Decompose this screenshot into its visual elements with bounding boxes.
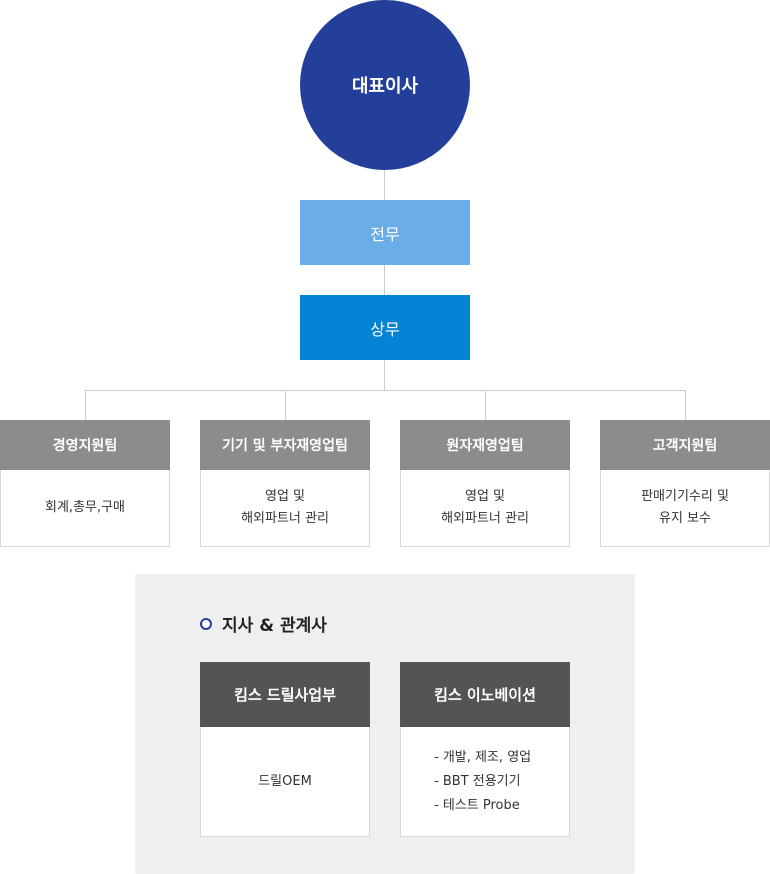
team-duty-line: 영업 및 [464,489,505,504]
team-duty-line: 해외파트너 관리 [441,511,529,526]
team-duty-line: 해외파트너 관리 [241,511,329,526]
team-header: 원자재영업팀 [400,420,570,470]
team-header: 경영지원팀 [0,420,170,470]
connector-ceo-exec [384,170,385,200]
team-duty-line: 유지 보수 [659,511,711,526]
affiliates-title: 지사 & 관계사 [222,615,327,636]
team-header: 고객지원팀 [600,420,770,470]
team-header: 기기 및 부자재영업팀 [200,420,370,470]
affiliate-drill-division: 킴스 드릴사업부 드릴OEM [200,662,370,837]
connector-team-2 [285,390,286,420]
team-duty-line: 영업 및 [264,489,305,504]
affiliate-detail-line: 드릴OEM [258,773,312,789]
connector-exec-mdir [384,265,385,295]
affiliate-detail-line: - 개발, 제조, 영업 [434,749,532,765]
managing-director-label: 상무 [370,319,400,339]
team-duty-line: 회계,총무,구매 [44,500,126,515]
managing-director-node: 상무 [300,295,470,360]
affiliate-header: 킴스 이노베이션 [400,662,570,727]
connector-team-4 [685,390,686,420]
team-duties: 영업 및 해외파트너 관리 [200,470,370,547]
executive-director-label: 전무 [370,224,400,244]
team-equipment-sales: 기기 및 부자재영업팀 영업 및 해외파트너 관리 [200,420,370,547]
team-duties: 영업 및 해외파트너 관리 [400,470,570,547]
connector-team-3 [485,390,486,420]
affiliate-detail-line: - BBT 전용기기 [434,773,521,789]
team-duty-line: 판매기기수리 및 [641,489,729,504]
team-raw-material-sales: 원자재영업팀 영업 및 해외파트너 관리 [400,420,570,547]
affiliate-header: 킴스 드릴사업부 [200,662,370,727]
connector-horizontal [85,390,686,391]
team-customer-support: 고객지원팀 판매기기수리 및 유지 보수 [600,420,770,547]
affiliate-detail-line: - 테스트 Probe [434,797,520,813]
connector-mdir-down [384,360,385,390]
affiliate-innovation: 킴스 이노베이션 - 개발, 제조, 영업 - BBT 전용기기 - 테스트 P… [400,662,570,837]
team-duties: 판매기기수리 및 유지 보수 [600,470,770,547]
ceo-label: 대표이사 [351,76,419,97]
team-duties: 회계,총무,구매 [0,470,170,547]
affiliate-details: 드릴OEM [200,727,370,837]
executive-director-node: 전무 [300,200,470,265]
connector-team-1 [85,390,86,420]
affiliates-heading: 지사 & 관계사 [200,610,327,636]
bullet-circle-icon [200,617,212,630]
affiliate-details: - 개발, 제조, 영업 - BBT 전용기기 - 테스트 Probe [400,727,570,837]
ceo-node: 대표이사 [300,0,470,170]
team-management-support: 경영지원팀 회계,총무,구매 [0,420,170,547]
